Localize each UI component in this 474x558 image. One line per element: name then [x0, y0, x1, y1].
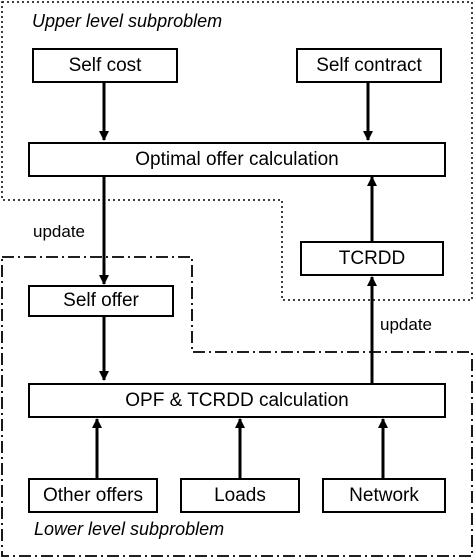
lower-region-border	[1, 256, 473, 557]
loads-box: Loads	[180, 478, 300, 513]
opf-tcrdd-calculation-box: OPF & TCRDD calculation	[28, 383, 446, 418]
upper-region-label: Upper level subproblem	[32, 11, 223, 31]
self-contract-box: Self contract	[296, 48, 442, 83]
other-offers-box: Other offers	[28, 478, 158, 513]
tcrdd-box: TCRDD	[300, 241, 444, 276]
optimal-offer-calculation-box: Optimal offer calculation	[28, 142, 446, 177]
self-offer-box: Self offer	[28, 285, 174, 317]
upper-region-border	[1, 1, 473, 301]
self-cost-box: Self cost	[32, 48, 178, 83]
lower-region-label: Lower level subproblem	[34, 519, 225, 539]
update-label-left: update	[33, 222, 85, 241]
update-label-right: update	[380, 315, 432, 334]
network-box: Network	[322, 478, 446, 513]
